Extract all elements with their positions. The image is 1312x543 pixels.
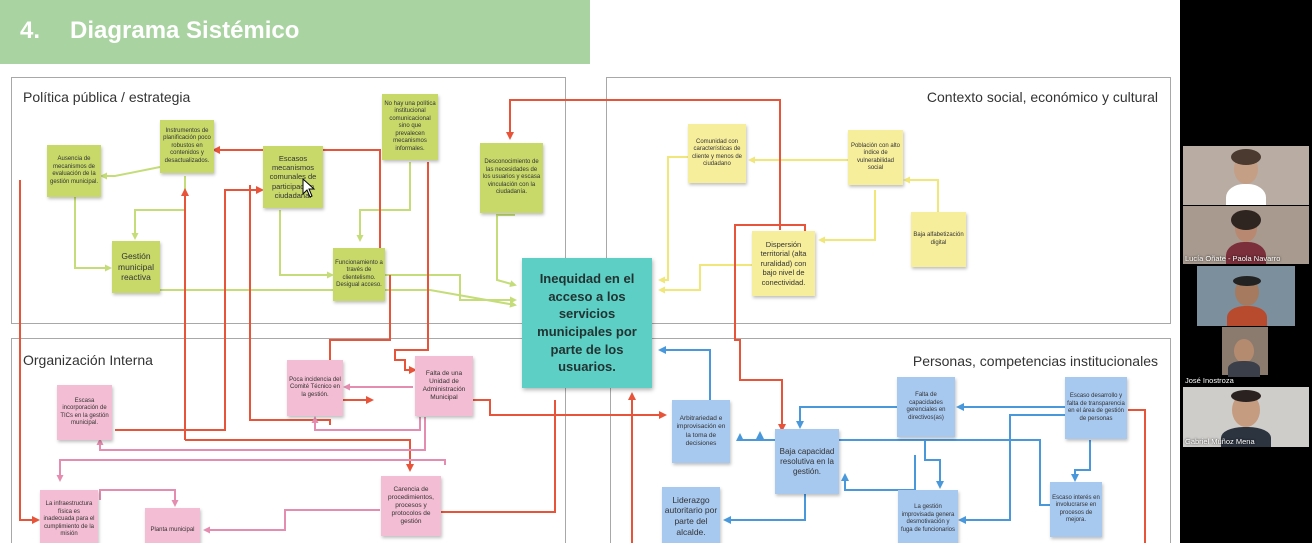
note-falta-capacidades-gerenciales: Falta de capacidades gerenciales en dire… xyxy=(897,377,955,437)
note-baja-alfabetizacion: Baja alfabetización digital xyxy=(911,212,966,267)
note-instrumentos-planificacion: Instrumentos de planificación poco robus… xyxy=(160,120,214,173)
participant-tile-4[interactable]: José Inostroza xyxy=(1183,327,1309,386)
note-escasos-mecanismos-participacion: Escasos mecanismos comunales de particip… xyxy=(263,146,323,208)
note-escaso-desarrollo-gestion-personas: Escaso desarrollo y falta de transparenc… xyxy=(1065,377,1127,439)
note-gestion-improvisada-desmotivacion: La gestión improvisada genera desmotivac… xyxy=(898,490,958,543)
section-title: Diagrama Sistémico xyxy=(70,17,300,44)
note-poblacion-vulnerabilidad: Población con alto índice de vulnerabili… xyxy=(848,130,903,185)
panel-title-contexto: Contexto social, económico y cultural xyxy=(926,89,1158,105)
note-dispersion-territorial: Dispersión territorial (alta ruralidad) … xyxy=(752,231,815,296)
note-poca-incidencia-comite: Poca incidencia del Comité Técnico en la… xyxy=(287,360,343,416)
participant-name-5: Gabriel Muñoz Mena xyxy=(1185,437,1255,446)
note-escasa-tics: Escasa incorporación de TICs en la gesti… xyxy=(57,385,112,440)
note-gestion-municipal-reactiva: Gestión municipal reactiva xyxy=(112,241,160,293)
note-carencia-procedimientos: Carencia de procedimientos, procesos y p… xyxy=(381,476,441,536)
note-politica-comunicacional: No hay una política institucional comuni… xyxy=(382,94,438,160)
note-ausencia-mecanismos-evaluacion: Ausencia de mecanismos de evaluación de … xyxy=(47,145,101,197)
note-comunidad-cliente: Comunidad con características de cliente… xyxy=(688,124,746,183)
note-falta-unidad-administracion: Falta de una Unidad de Administración Mu… xyxy=(415,356,473,416)
panel-title-politica: Política pública / estrategia xyxy=(23,89,191,105)
slide: 4. Diagrama Sistémico Política pública /… xyxy=(0,0,1180,543)
participant-tile-5[interactable]: Gabriel Muñoz Mena xyxy=(1183,387,1309,447)
note-escaso-interes-mejora: Escaso interés en involucrarse en proces… xyxy=(1050,482,1102,537)
note-infraestructura-inadecuada: La infraestructura física es inadecuada … xyxy=(40,490,98,543)
participants-sidebar: Lucía Oñate - Paola Navarro José Inostro… xyxy=(1180,0,1312,543)
note-liderazgo-autoritario: Liderazgo autoritario por parte del alca… xyxy=(662,487,720,543)
participant-tile-2[interactable]: Lucía Oñate - Paola Navarro xyxy=(1183,206,1309,264)
note-planta-municipal: Planta municipal xyxy=(145,508,200,543)
section-title-bar: 4. Diagrama Sistémico xyxy=(0,0,590,64)
panel-title-personas: Personas, competencias institucionales xyxy=(912,353,1158,369)
note-funcionamiento-clientelismo: Funcionamiento a través de clientelismo.… xyxy=(333,248,385,301)
section-number: 4. xyxy=(20,17,41,44)
note-baja-capacidad-resolutiva: Baja capacidad resolutiva en la gestión. xyxy=(775,429,839,494)
note-desconocimiento-necesidades: Desconocimiento de las necesidades de lo… xyxy=(480,143,543,213)
panel-title-organizacion: Organización Interna xyxy=(23,352,153,368)
participant-tile-1[interactable] xyxy=(1183,146,1309,205)
connector-arrows xyxy=(19,99,1146,543)
mouse-pointer-icon xyxy=(302,178,316,198)
participant-name-2: Lucía Oñate - Paola Navarro xyxy=(1185,254,1281,263)
participant-name-4: José Inostroza xyxy=(1185,376,1234,385)
note-arbitrariedad-improvisacion: Arbitrariedad e improvisación en la toma… xyxy=(672,400,730,463)
central-problem-box: Inequidad en el acceso a los servicios m… xyxy=(522,258,652,388)
participant-tile-3[interactable] xyxy=(1197,266,1295,326)
